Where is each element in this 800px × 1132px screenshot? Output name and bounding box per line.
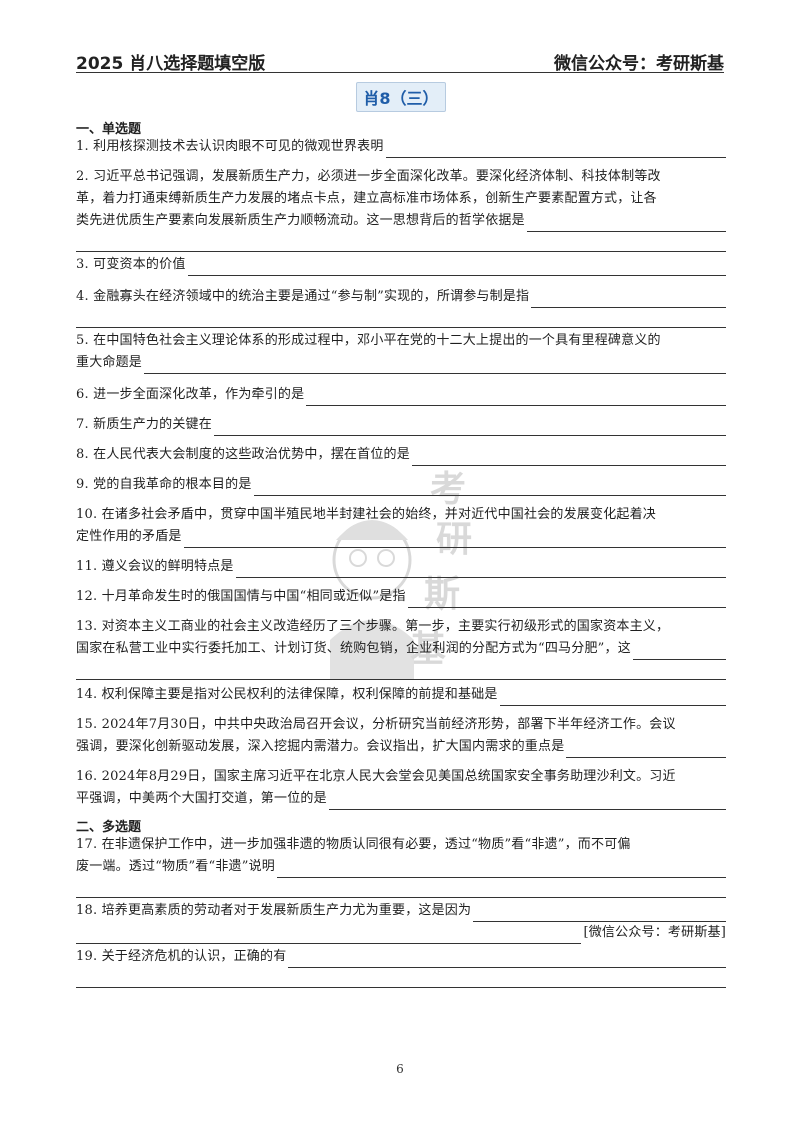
question-11: 11. 遵义会议的鲜明特点是 — [76, 556, 726, 578]
question-text: 6. 进一步全面深化改革，作为牵引的是 — [76, 387, 305, 402]
question-4: 4. 金融寡头在经济领域中的统治主要是通过“参与制”实现的，所谓参与制是指 — [76, 286, 726, 328]
question-text: 12. 十月革命发生时的俄国国情与中国“相同或近似”是指 — [76, 589, 406, 604]
answer-blank[interactable] — [187, 260, 726, 276]
question-text: 11. 遵义会议的鲜明特点是 — [76, 559, 234, 574]
answer-line[interactable] — [76, 232, 726, 252]
question-8: 8. 在人民代表大会制度的这些政治优势中，摆在首位的是 — [76, 444, 726, 466]
answer-line[interactable] — [76, 878, 726, 898]
header-wechat: 微信公众号：考研斯基 — [554, 54, 724, 74]
question-13: 13. 对资本主义工商业的社会主义改造经历了三个步骤。第一步，主要实行初级形式的… — [76, 616, 726, 680]
section-heading-multi: 二、多选题 — [76, 820, 142, 835]
question-9: 9. 党的自我革命的根本目的是 — [76, 474, 726, 496]
watermark: 考 研 斯 基 — [300, 440, 500, 680]
answer-blank[interactable] — [306, 390, 726, 406]
question-5: 5. 在中国特色社会主义理论体系的形成过程中，邓小平在党的十二大上提出的一个具有… — [76, 330, 726, 374]
answer-blank[interactable] — [183, 532, 726, 548]
question-text: 8. 在人民代表大会制度的这些政治优势中，摆在首位的是 — [76, 447, 410, 462]
question-7: 7. 新质生产力的关键在 — [76, 414, 726, 436]
answer-blank[interactable] — [276, 862, 726, 878]
question-text: 18. 培养更高素质的劳动者对于发展新质生产力尤为重要，这是因为 — [76, 903, 472, 918]
answer-blank[interactable] — [407, 592, 726, 608]
header-divider — [76, 72, 724, 73]
watermark-char: 考 — [430, 468, 467, 510]
question-text: 重大命题是 — [76, 355, 143, 370]
question-text: 10. 在诸多社会矛盾中，贯穿中国半殖民地半封建社会的始终，并对近代中国社会的发… — [76, 507, 657, 522]
question-text: 16. 2024年8月29日，国家主席习近平在北京人民大会堂会见美国总统国家安全… — [76, 769, 676, 784]
question-3: 3. 可变资本的价值 — [76, 254, 726, 276]
answer-blank[interactable] — [499, 690, 726, 706]
page-header: 2025 肖八选择题填空版 微信公众号：考研斯基 — [76, 44, 724, 74]
answer-line[interactable] — [76, 660, 726, 680]
question-text: 国家在私营工业中实行委托加工、计划订货、统购包销，企业利润的分配方式为“四马分肥… — [76, 641, 631, 656]
question-6: 6. 进一步全面深化改革，作为牵引的是 — [76, 384, 726, 406]
answer-blank[interactable] — [253, 480, 726, 496]
question-text: 7. 新质生产力的关键在 — [76, 417, 212, 432]
answer-blank[interactable] — [288, 952, 726, 968]
answer-blank[interactable] — [473, 906, 726, 922]
question-12: 12. 十月革命发生时的俄国国情与中国“相同或近似”是指 — [76, 586, 726, 608]
question-text: 17. 在非遗保护工作中，进一步加强非遗的物质认同很有必要，透过“物质”看“非遗… — [76, 837, 631, 852]
question-text: 废一端。透过“物质”看“非遗”说明 — [76, 859, 275, 874]
question-text: 定性作用的矛盾是 — [76, 529, 182, 544]
answer-blank[interactable] — [76, 928, 582, 944]
answer-blank[interactable] — [235, 562, 726, 578]
answer-blank[interactable] — [632, 644, 726, 660]
question-text: 3. 可变资本的价值 — [76, 257, 186, 272]
answer-line[interactable] — [76, 968, 726, 988]
watermark-char: 斯 — [424, 573, 461, 615]
question-10: 10. 在诸多社会矛盾中，贯穿中国半殖民地半封建社会的始终，并对近代中国社会的发… — [76, 504, 726, 548]
question-1: 1. 利用核探测技术去认识肉眼不可见的微观世界表明 — [76, 136, 726, 158]
question-text: 革，着力打通束缚新质生产力发展的堵点卡点，建立高标准市场体系，创新生产要素配置方… — [76, 191, 657, 206]
question-text: 14. 权利保障主要是指对公民权利的法律保障，权利保障的前提和基础是 — [76, 687, 498, 702]
header-doc-title: 2025 肖八选择题填空版 — [76, 54, 266, 74]
question-text: 5. 在中国特色社会主义理论体系的形成过程中，邓小平在党的十二大上提出的一个具有… — [76, 333, 661, 348]
question-text: 19. 关于经济危机的认识，正确的有 — [76, 949, 287, 964]
question-text: 4. 金融寡头在经济领域中的统治主要是通过“参与制”实现的，所谓参与制是指 — [76, 289, 530, 304]
question-text: 9. 党的自我革命的根本目的是 — [76, 477, 252, 492]
question-text: 平强调，中美两个大国打交道，第一位的是 — [76, 791, 327, 806]
answer-line[interactable] — [76, 308, 726, 328]
question-18: 18. 培养更高素质的劳动者对于发展新质生产力尤为重要，这是因为 [微信公众号：… — [76, 900, 726, 944]
watermark-char: 研 — [436, 518, 473, 560]
answer-blank[interactable] — [566, 742, 726, 758]
answer-blank[interactable] — [213, 420, 726, 436]
question-text: 类先进优质生产要素向发展新质生产力顺畅流动。这一思想背后的哲学依据是 — [76, 213, 525, 228]
answer-blank[interactable] — [411, 450, 726, 466]
section-title-badge: 肖8（三） — [356, 82, 446, 112]
question-15: 15. 2024年7月30日，中共中央政治局召开会议，分析研究当前经济形势，部署… — [76, 714, 726, 758]
question-16: 16. 2024年8月29日，国家主席习近平在北京人民大会堂会见美国总统国家安全… — [76, 766, 726, 810]
question-17: 17. 在非遗保护工作中，进一步加强非遗的物质认同很有必要，透过“物质”看“非遗… — [76, 834, 726, 898]
question-14: 14. 权利保障主要是指对公民权利的法律保障，权利保障的前提和基础是 — [76, 684, 726, 706]
answer-blank[interactable] — [144, 358, 726, 374]
wechat-tag: [微信公众号：考研斯基] — [583, 925, 726, 940]
question-2: 2. 习近平总书记强调，发展新质生产力，必须进一步全面深化改革。要深化经济体制、… — [76, 166, 726, 252]
question-text: 13. 对资本主义工商业的社会主义改造经历了三个步骤。第一步，主要实行初级形式的… — [76, 619, 670, 634]
answer-blank[interactable] — [385, 142, 726, 158]
section-heading-single: 一、单选题 — [76, 122, 142, 137]
question-text: 1. 利用核探测技术去认识肉眼不可见的微观世界表明 — [76, 139, 384, 154]
watermark-char: 基 — [410, 628, 447, 670]
answer-blank[interactable] — [531, 292, 726, 308]
question-text: 15. 2024年7月30日，中共中央政治局召开会议，分析研究当前经济形势，部署… — [76, 717, 676, 732]
answer-blank[interactable] — [526, 216, 726, 232]
question-19: 19. 关于经济危机的认识，正确的有 — [76, 946, 726, 988]
page-number: 6 — [396, 1062, 404, 1076]
cartoon-avatar-watermark — [330, 520, 414, 680]
question-text: 2. 习近平总书记强调，发展新质生产力，必须进一步全面深化改革。要深化经济体制、… — [76, 169, 661, 184]
question-text: 强调，要深化创新驱动发展，深入挖掘内需潜力。会议指出，扩大国内需求的重点是 — [76, 739, 565, 754]
answer-blank[interactable] — [328, 794, 726, 810]
